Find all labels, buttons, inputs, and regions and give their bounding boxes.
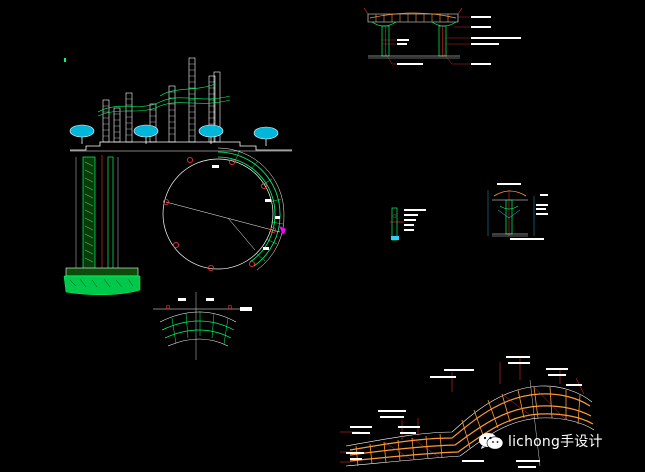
column-markers (162, 156, 276, 271)
ladder-posts (102, 57, 221, 143)
tree-canopies (69, 124, 279, 146)
pergola-elevation (64, 57, 292, 152)
column-top-detail (487, 183, 548, 240)
wechat-icon (479, 433, 504, 450)
column-section (63, 155, 141, 296)
canopy-waves (97, 83, 231, 117)
circular-plan (162, 147, 286, 271)
watermark: lichong手设计 (478, 430, 603, 452)
watermark-text: lichong手设计 (508, 434, 603, 450)
arc-plan-detail (153, 292, 252, 360)
ladder-rungs (103, 63, 215, 139)
connection-detail-small (390, 207, 426, 241)
pergola-section-top (363, 7, 521, 65)
